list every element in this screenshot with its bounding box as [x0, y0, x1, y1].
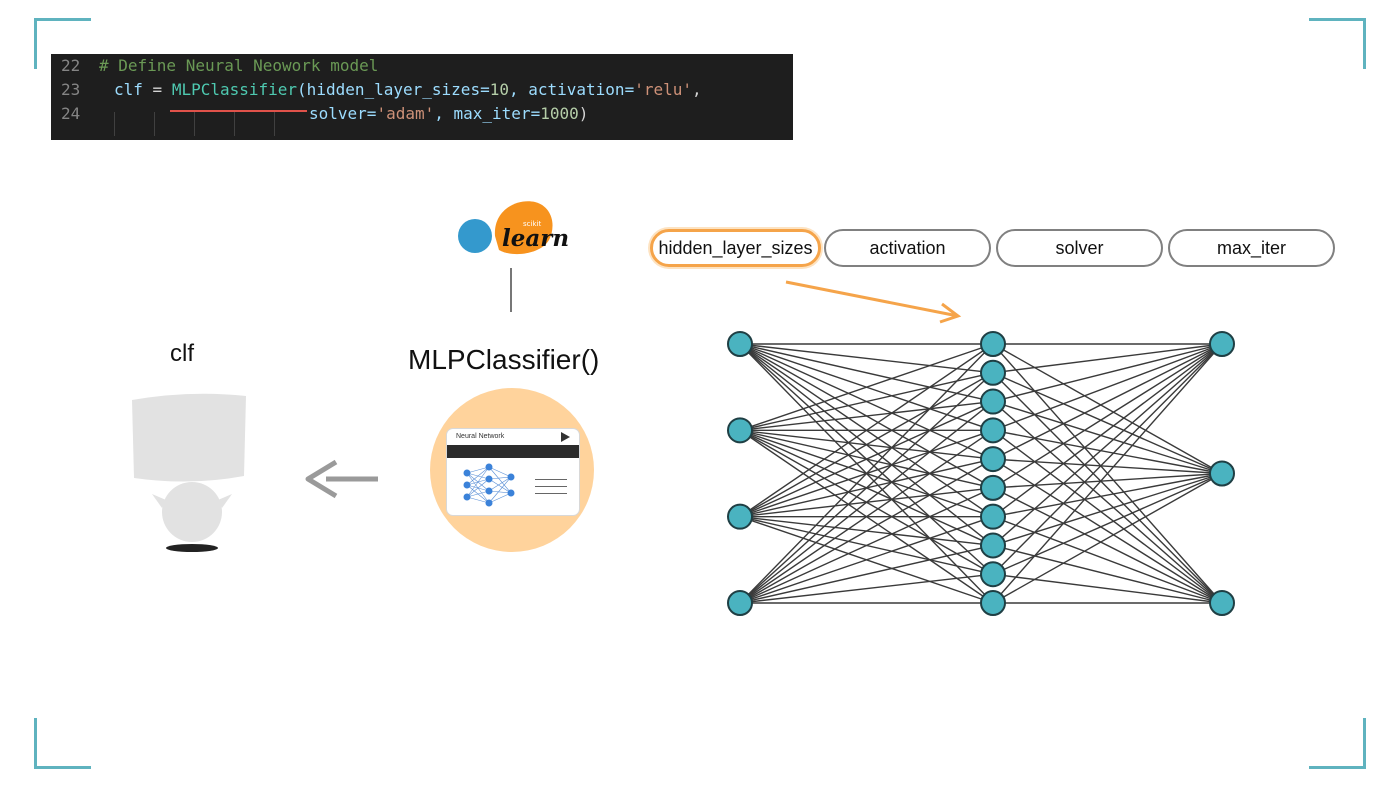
network-edge	[739, 401, 994, 604]
network-edge	[739, 372, 994, 518]
network-edge	[992, 343, 1223, 604]
network-edge	[739, 343, 994, 403]
network-node-layer-2	[980, 532, 1006, 559]
param-max-iter[interactable]: max_iter	[1168, 229, 1335, 267]
network-node-layer-2	[980, 590, 1006, 616]
network-node-layer-1	[727, 417, 753, 444]
network-edge	[992, 343, 1223, 489]
param-solver[interactable]: solver	[996, 229, 1163, 267]
param-hidden-layer-sizes[interactable]: hidden_layer_sizes	[650, 229, 821, 267]
network-edge	[992, 429, 1223, 604]
network-node-layer-1	[727, 331, 753, 357]
network-node-layer-2	[980, 503, 1006, 530]
network-edge	[739, 343, 994, 374]
scikit-learn-logo: scikit learn	[458, 201, 569, 255]
network-edge	[992, 343, 1223, 518]
arrow-left-icon	[305, 459, 378, 499]
function-name: MLPClassifier	[171, 80, 298, 99]
network-node-layer-1	[727, 590, 753, 616]
network-node-layer-3	[1209, 590, 1235, 616]
card-title: Neural Network	[456, 433, 505, 440]
param-activation[interactable]: activation	[824, 229, 991, 267]
network-edge	[992, 472, 1223, 604]
network-node-layer-1	[727, 503, 753, 530]
network-node-layer-3	[1209, 331, 1235, 357]
network-edge	[992, 544, 1223, 604]
network-edge	[739, 516, 994, 604]
network-edge	[739, 372, 994, 432]
code-line-22: 22# Define Neural Neowork model	[61, 56, 379, 75]
network-edge	[992, 458, 1223, 604]
highlight-pointer-arrow	[785, 280, 959, 318]
mini-network-icon	[463, 463, 515, 507]
network-edge	[992, 458, 1223, 475]
network-edge	[992, 516, 1223, 604]
network-edge	[739, 372, 994, 604]
network-edge	[992, 573, 1223, 604]
network-edge	[739, 573, 994, 604]
network-edge	[739, 343, 994, 518]
network-edge	[739, 487, 994, 604]
network-edge	[992, 343, 1223, 374]
indent-guides	[114, 112, 314, 136]
network-edge	[992, 343, 1223, 403]
network-edge	[739, 400, 994, 432]
neural-network-diagram	[727, 280, 1235, 616]
network-node-layer-2	[980, 446, 1006, 473]
logo-connector-line	[510, 268, 512, 312]
function-underline	[170, 110, 307, 112]
network-edge	[992, 343, 1223, 475]
network-edge	[992, 472, 1223, 575]
card-header-bar	[447, 445, 579, 458]
network-node-layer-2	[980, 331, 1006, 357]
network-edge	[992, 472, 1223, 547]
logo-learn-text: learn	[502, 225, 569, 252]
network-edge	[739, 343, 994, 604]
network-edge	[992, 472, 1223, 489]
network-edge	[992, 401, 1223, 604]
clf-label: clf	[170, 340, 194, 367]
logo-scikit-text: scikit	[523, 220, 541, 228]
network-edge	[992, 372, 1223, 604]
network-edge	[992, 400, 1223, 475]
corner-frame-top-right	[1309, 18, 1366, 69]
network-edge	[739, 429, 994, 604]
network-edge	[992, 343, 1223, 546]
network-edge	[992, 343, 1223, 431]
network-node-layer-2	[980, 417, 1006, 444]
robot-icon	[132, 393, 246, 552]
network-edge	[739, 400, 994, 518]
network-edge	[739, 343, 994, 431]
network-edge	[992, 343, 1223, 460]
corner-frame-bottom-right	[1309, 718, 1366, 769]
network-node-layer-2	[980, 474, 1006, 501]
corner-frame-top-left	[34, 18, 91, 69]
neural-network-card: Neural Network	[446, 428, 580, 516]
network-node-layer-2	[980, 388, 1006, 415]
network-edge	[992, 343, 1223, 575]
network-node-layer-3	[1209, 460, 1235, 487]
network-edge	[992, 372, 1223, 475]
network-node-layer-2	[980, 359, 1006, 386]
play-icon	[561, 432, 570, 442]
network-node-layer-2	[980, 561, 1006, 588]
network-edge	[992, 487, 1223, 604]
network-edge	[739, 458, 994, 604]
mlpclassifier-label: MLPClassifier()	[408, 344, 600, 375]
network-edge	[992, 429, 1223, 475]
network-edge	[739, 544, 994, 604]
code-comment: # Define Neural Neowork model	[99, 56, 379, 75]
corner-frame-bottom-left	[34, 718, 91, 769]
network-edge	[992, 472, 1223, 518]
